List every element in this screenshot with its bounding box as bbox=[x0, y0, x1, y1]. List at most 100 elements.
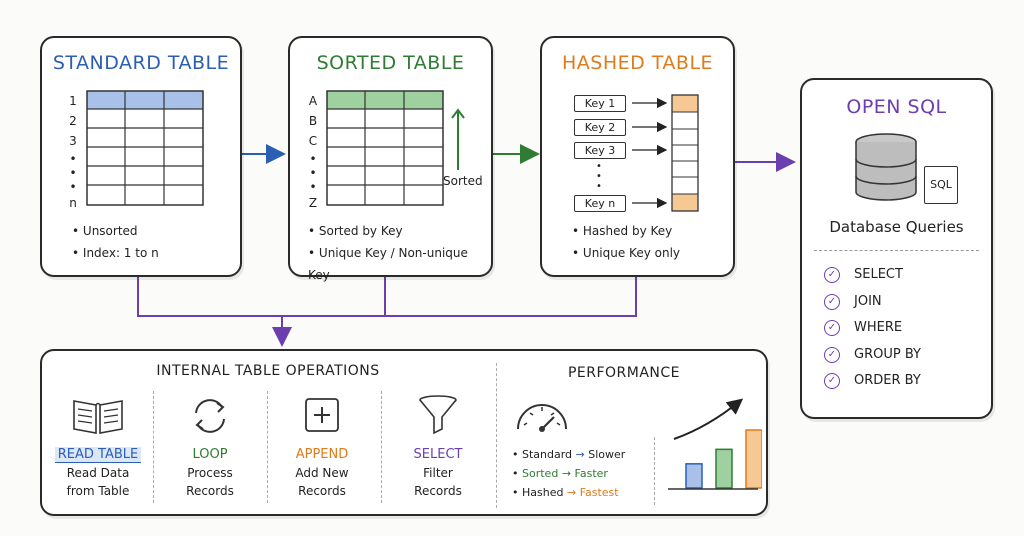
operations-divider bbox=[267, 391, 268, 503]
open-sql-title: OPEN SQL bbox=[846, 96, 947, 118]
op-desc: Process Records bbox=[160, 464, 260, 500]
perf-arrow: → bbox=[566, 486, 577, 499]
hash-key-box: Key 2 bbox=[574, 119, 626, 136]
standard-bullet: Unsorted bbox=[72, 220, 159, 242]
op-append: APPEND Add New Records bbox=[272, 393, 372, 500]
trend-arrow bbox=[673, 398, 744, 440]
check-circle-icon: ✓ bbox=[824, 293, 840, 310]
performance-bar-chart bbox=[668, 398, 762, 490]
standard-table-card: STANDARD TABLE 1 2 3 • • • n Unsorted In… bbox=[40, 36, 242, 277]
perf-row-standard: • Standard → Slower bbox=[512, 448, 626, 461]
sorted-bullets: Sorted by Key Unique Key / Non-unique Ke… bbox=[308, 220, 491, 286]
hash-key-box: Key 1 bbox=[574, 95, 626, 112]
database-icon bbox=[855, 133, 917, 201]
op-read-table: READ TABLE Read Data from Table bbox=[48, 393, 148, 500]
standard-bullets: Unsorted Index: 1 to n bbox=[72, 220, 159, 264]
sorted-bullet: Unique Key / Non-unique Key bbox=[308, 242, 491, 286]
op-desc-line: Records bbox=[186, 484, 234, 498]
open-sql-subtitle: Database Queries bbox=[829, 218, 964, 236]
sorted-grid bbox=[326, 90, 444, 206]
open-sql-divider bbox=[814, 250, 979, 251]
op-loop: LOOP Process Records bbox=[160, 393, 260, 500]
sql-keyword-list: ✓SELECT ✓JOIN ✓WHERE ✓GROUP BY ✓ORDER BY bbox=[824, 262, 921, 395]
op-name-select: SELECT bbox=[413, 447, 463, 462]
op-desc-line: Records bbox=[298, 484, 346, 498]
plus-square-icon bbox=[305, 398, 339, 432]
check-circle-icon: ✓ bbox=[824, 373, 840, 390]
sql-document-label: SQL bbox=[930, 178, 952, 191]
op-name-append: APPEND bbox=[295, 447, 349, 462]
sorted-table-title: SORTED TABLE bbox=[316, 52, 465, 74]
op-desc-line: Read Data bbox=[66, 466, 130, 480]
hash-key-box: Key n bbox=[574, 195, 626, 212]
hashed-table-title: HASHED TABLE bbox=[561, 52, 714, 74]
row-label: • bbox=[309, 180, 317, 194]
speedometer-icon bbox=[517, 404, 567, 432]
row-label: A bbox=[308, 94, 318, 108]
op-desc-line: Process bbox=[187, 466, 233, 480]
hashed-bullet: Unique Key only bbox=[572, 242, 680, 264]
row-label: B bbox=[308, 114, 318, 128]
row-label: 1 bbox=[69, 94, 77, 108]
op-name-read-table: READ TABLE bbox=[54, 447, 142, 463]
row-label: • bbox=[309, 152, 317, 166]
performance-bar bbox=[715, 448, 733, 489]
sql-keyword-item: ✓GROUP BY bbox=[824, 342, 921, 369]
standard-bullet: Index: 1 to n bbox=[72, 242, 159, 264]
op-select: SELECT Filter Records bbox=[388, 393, 488, 500]
op-desc-line: Add New bbox=[295, 466, 349, 480]
standard-table-title: STANDARD TABLE bbox=[52, 52, 230, 74]
op-desc: Read Data from Table bbox=[48, 464, 148, 500]
sorted-table-card: SORTED TABLE A B C • • • Z Sorted Sorted… bbox=[288, 36, 493, 282]
perf-speed: Slower bbox=[588, 448, 626, 461]
performance-title: PERFORMANCE bbox=[567, 365, 681, 381]
hashed-table-card: HASHED TABLE Key 1 Key 2 Key 3 ••• Key n… bbox=[540, 36, 735, 277]
sql-keyword: WHERE bbox=[854, 320, 903, 335]
hashed-bullets: Hashed by Key Unique Key only bbox=[572, 220, 680, 264]
row-label: Z bbox=[308, 196, 318, 210]
op-name: READ TABLE bbox=[48, 447, 148, 463]
row-label: • bbox=[309, 166, 317, 180]
performance-divider bbox=[654, 437, 655, 505]
sql-keyword: SELECT bbox=[854, 267, 903, 282]
check-circle-icon: ✓ bbox=[824, 346, 840, 363]
row-label: 3 bbox=[69, 134, 77, 148]
tables-to-operations-connector bbox=[137, 277, 637, 343]
operations-card: INTERNAL TABLE OPERATIONS READ TABLE Rea… bbox=[40, 349, 768, 516]
row-label: • bbox=[69, 152, 77, 166]
open-book-icon bbox=[73, 400, 123, 434]
operations-title: INTERNAL TABLE OPERATIONS bbox=[156, 363, 380, 379]
check-circle-icon: ✓ bbox=[824, 320, 840, 337]
op-desc: Filter Records bbox=[388, 464, 488, 500]
sql-keyword: ORDER BY bbox=[854, 373, 921, 388]
row-label: 2 bbox=[69, 114, 77, 128]
perf-row-hashed: • Hashed → Fastest bbox=[512, 486, 619, 499]
sql-keyword-item: ✓SELECT bbox=[824, 262, 921, 289]
open-sql-card: OPEN SQL SQL Database Queries ✓SELECT ✓J… bbox=[800, 78, 993, 419]
perf-row-sorted: • Sorted → Faster bbox=[512, 467, 608, 480]
performance-rows: • Standard → Slower • Sorted → Faster • … bbox=[512, 445, 625, 502]
sorted-up-arrow-icon bbox=[451, 108, 465, 170]
sql-keyword-item: ✓ JOIN bbox=[824, 289, 921, 316]
standard-grid bbox=[86, 90, 204, 206]
sorted-bullet: Sorted by Key bbox=[308, 220, 491, 242]
performance-bar bbox=[745, 429, 762, 489]
perf-type: Standard bbox=[522, 448, 573, 461]
hash-ellipsis: ••• bbox=[596, 161, 602, 192]
op-desc: Add New Records bbox=[272, 464, 372, 500]
op-desc-line: Records bbox=[414, 484, 462, 498]
row-label: n bbox=[69, 196, 77, 210]
refresh-loop-icon bbox=[195, 399, 225, 433]
sql-keyword-item: ✓ ORDER BY bbox=[824, 368, 921, 395]
row-label: • bbox=[69, 180, 77, 194]
perf-speed: Fastest bbox=[579, 486, 619, 499]
perf-arrow: → bbox=[561, 467, 572, 480]
sorted-arrow-label: Sorted bbox=[443, 174, 483, 188]
perf-type: Sorted bbox=[522, 467, 559, 480]
perf-speed: Faster bbox=[574, 467, 608, 480]
sql-keyword: JOIN bbox=[854, 293, 882, 309]
sql-document-icon: SQL bbox=[924, 166, 958, 204]
funnel-icon bbox=[419, 395, 457, 435]
sql-keyword-item: ✓ WHERE bbox=[824, 315, 921, 342]
perf-type: Hashed bbox=[522, 486, 564, 499]
